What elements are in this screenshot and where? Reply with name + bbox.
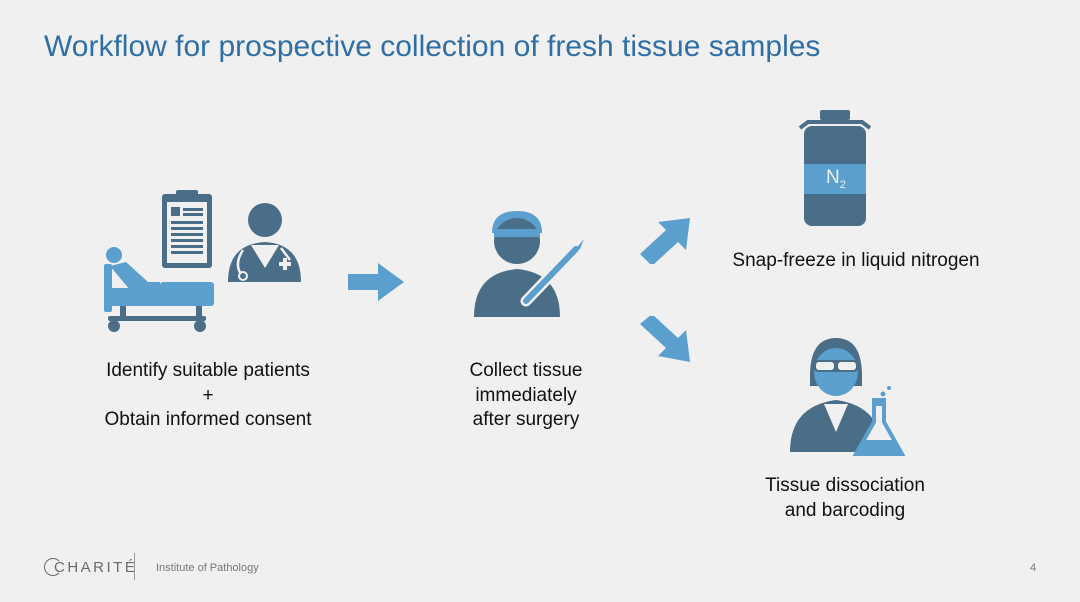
arrow-down-right-icon (640, 316, 690, 362)
charite-logo: CHARITÉ (44, 558, 137, 576)
arrow-right-icon (348, 263, 404, 301)
doctor-icon (228, 203, 301, 282)
arrow-up-right-icon (640, 218, 690, 264)
liquid-nitrogen-tank-icon (798, 110, 872, 226)
identify-caption: Identify suitable patients + Obtain info… (104, 360, 312, 430)
freeze-caption: Snap-freeze in liquid nitrogen (732, 250, 980, 271)
dissociate-caption: Tissue dissociation and barcoding (765, 475, 925, 521)
nitrogen-label: N2 (826, 167, 846, 191)
patient-consent-icon (104, 190, 301, 332)
slide-title: Workflow for prospective collection of f… (44, 30, 821, 63)
scientist-icon (790, 338, 906, 456)
clipboard-icon (162, 190, 212, 268)
hospital-bed-icon (104, 247, 214, 332)
surgeon-icon (474, 211, 584, 317)
collect-caption: Collect tissue immediately after surgery (469, 360, 583, 430)
footer-divider (134, 553, 135, 580)
page-number: 4 (1030, 562, 1037, 574)
footer-institute: Institute of Pathology (156, 562, 259, 574)
logo-circle-icon (44, 558, 62, 576)
